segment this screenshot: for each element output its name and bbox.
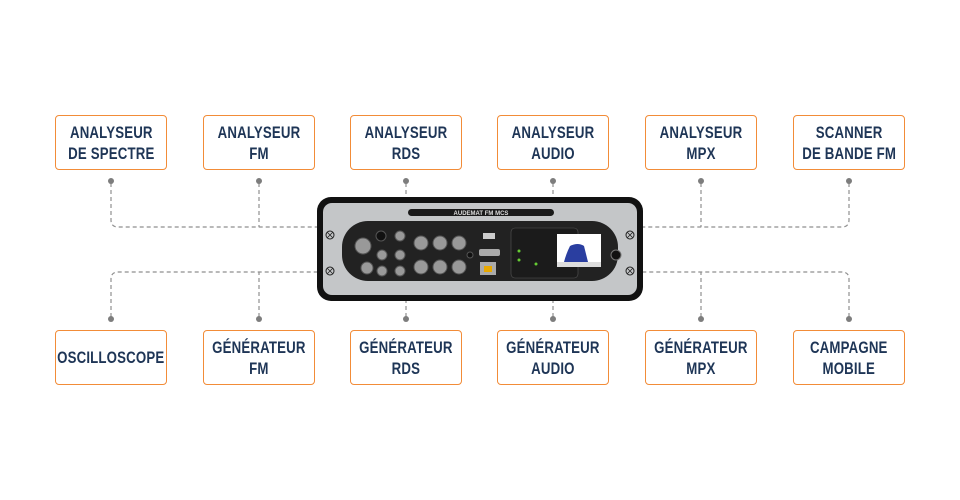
module-label: FM bbox=[249, 143, 269, 163]
device-name: AUDEMAT FM MCS bbox=[454, 211, 509, 217]
module-label: GÉNÉRATEUR bbox=[506, 337, 600, 357]
module-label: DE BANDE FM bbox=[802, 143, 896, 163]
module-label: MOBILE bbox=[822, 358, 876, 378]
module-label: ANALYSEUR bbox=[217, 122, 301, 142]
module-label: CAMPAGNE bbox=[810, 337, 888, 357]
module-label: AUDIO bbox=[531, 358, 575, 378]
module-label: ANALYSEUR bbox=[659, 122, 743, 142]
module-label: ANALYSEUR bbox=[511, 122, 595, 142]
module-label: ANALYSEUR bbox=[69, 122, 153, 142]
module-label: GÉNÉRATEUR bbox=[359, 337, 453, 357]
module-label: RDS bbox=[391, 358, 421, 378]
module-label: ANALYSEUR bbox=[364, 122, 448, 142]
module-label: FM bbox=[249, 358, 269, 378]
module-label: MPX bbox=[686, 358, 716, 378]
module-label: OSCILLOSCOPE bbox=[57, 348, 165, 367]
module-label: SCANNER bbox=[815, 122, 883, 142]
module-oscilloscope: OSCILLOSCOPE bbox=[55, 330, 167, 385]
module-label: DE SPECTRE bbox=[67, 143, 155, 163]
module-label: RDS bbox=[391, 143, 421, 163]
module-label: GÉNÉRATEUR bbox=[654, 337, 748, 357]
module-label: MPX bbox=[686, 143, 716, 163]
connectors bbox=[354, 230, 474, 277]
module-label: AUDIO bbox=[531, 143, 575, 163]
module-label: GÉNÉRATEUR bbox=[212, 337, 306, 357]
device-front-panel: AUDEMAT FM MCS bbox=[317, 197, 643, 301]
